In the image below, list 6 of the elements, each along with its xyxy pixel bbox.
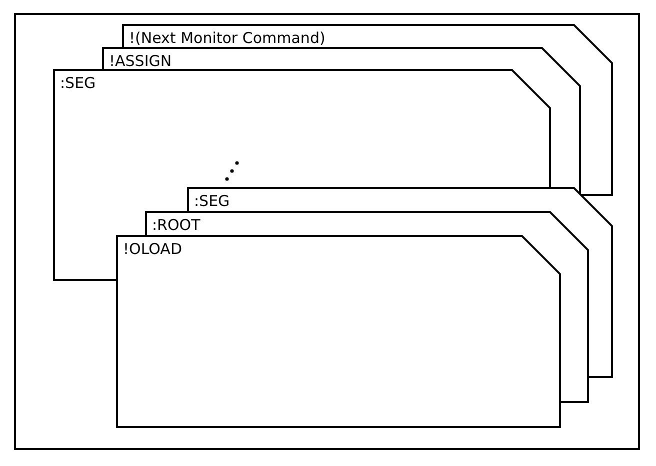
card-label: !(Next Monitor Command) [129,29,326,47]
card-label: :ROOT [152,216,200,234]
card-label: !OLOAD [123,240,182,258]
card-label: !ASSIGN [109,52,172,70]
card-label: :SEG [60,74,96,92]
card-label: :SEG [194,192,230,210]
